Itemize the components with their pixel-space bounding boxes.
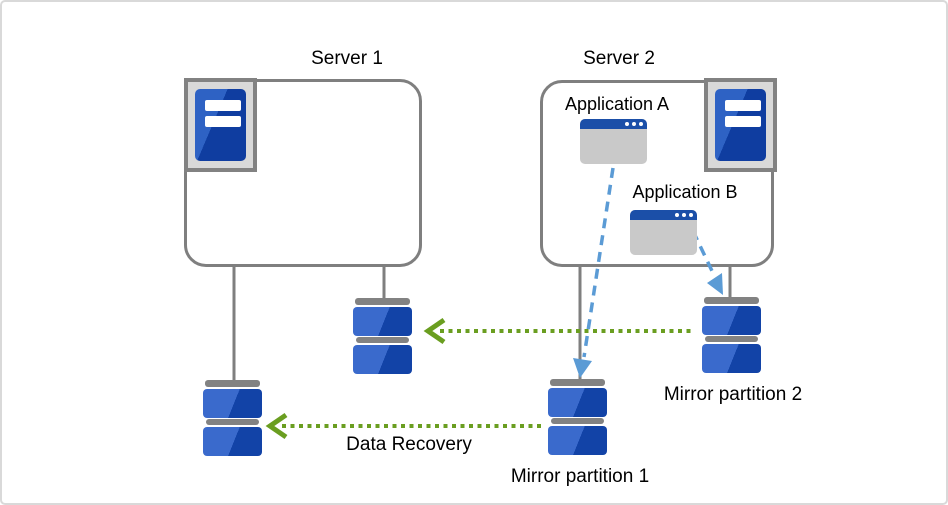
server-drive-slot-icon — [205, 116, 241, 127]
server-drive-slot-icon — [725, 100, 761, 111]
server-tower-icon — [195, 89, 246, 161]
server1-disk-icon-2 — [353, 298, 412, 374]
disk-platter — [203, 427, 262, 456]
application-b-label: Application B — [632, 182, 738, 202]
green-dotted-arrow-upper — [423, 317, 695, 345]
window-titlebar — [580, 119, 647, 129]
window-button-icon — [625, 122, 629, 126]
window-button-icon — [682, 213, 686, 217]
disk-platter — [353, 345, 412, 374]
disk-platter — [548, 388, 607, 417]
disk-divider — [705, 336, 758, 342]
mirror-partition-1-disk-icon — [548, 379, 607, 455]
mirror-partition-2-label: Mirror partition 2 — [663, 384, 803, 405]
server1-label: Server 1 — [311, 48, 383, 69]
server1-box — [184, 79, 422, 267]
server1-disk-icon — [203, 380, 262, 456]
disk-platter — [203, 389, 262, 418]
server2-server-icon — [704, 78, 777, 172]
disk-cap — [550, 379, 605, 386]
server-drive-slot-icon — [205, 100, 241, 111]
disk-platter — [548, 426, 607, 455]
disk-platter — [702, 344, 761, 373]
window-titlebar — [630, 210, 697, 220]
server1-server-icon — [184, 78, 257, 172]
data-recovery-label: Data Recovery — [346, 434, 472, 455]
disk-cap — [704, 297, 759, 304]
disk-platter — [353, 307, 412, 336]
window-button-icon — [632, 122, 636, 126]
server2-box — [540, 80, 774, 267]
window-button-icon — [675, 213, 679, 217]
server-disk-connector-lines — [232, 264, 732, 381]
server2-label: Server 2 — [583, 48, 655, 69]
server-drive-slot-icon — [725, 116, 761, 127]
disk-platter — [702, 306, 761, 335]
mirror-partition-1-label: Mirror partition 1 — [510, 466, 650, 487]
disk-divider — [206, 419, 259, 425]
disk-divider — [356, 337, 409, 343]
application-a-window-icon — [580, 119, 647, 164]
mirror-partition-2-disk-icon — [702, 297, 761, 373]
application-b-window-icon — [630, 210, 697, 255]
disk-cap — [355, 298, 410, 305]
server-tower-icon — [715, 89, 766, 161]
disk-cap — [205, 380, 260, 387]
window-button-icon — [639, 122, 643, 126]
window-button-icon — [689, 213, 693, 217]
application-a-label: Application A — [564, 94, 670, 114]
disk-divider — [551, 418, 604, 424]
